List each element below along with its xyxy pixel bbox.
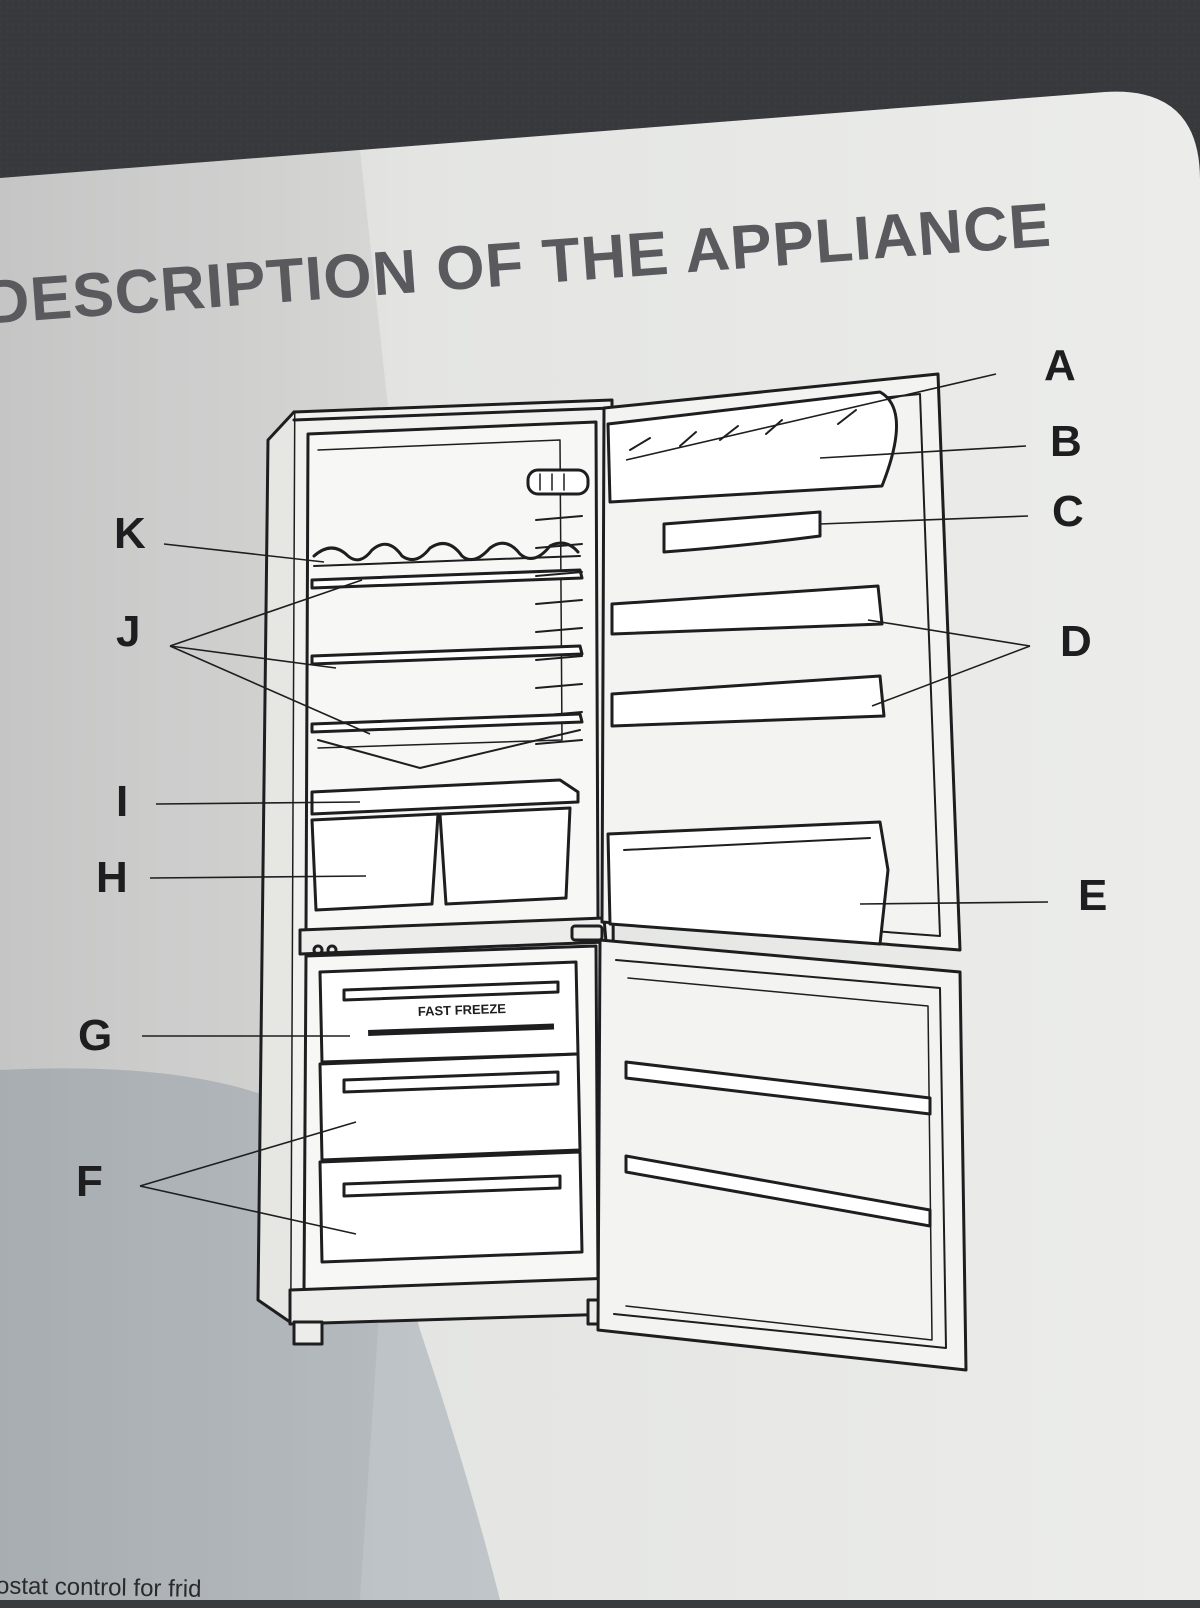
fridge-back-wall [317, 439, 563, 749]
glass-crisper-cover [310, 778, 580, 816]
fast-freeze-label: FAST FREEZE [418, 1001, 507, 1019]
thermostat-knob [526, 468, 590, 496]
shelf-rails [535, 515, 583, 745]
callout-e: E [1078, 871, 1108, 920]
door-shelf-2 [610, 674, 886, 728]
callout-b: B [1050, 417, 1082, 466]
egg-tray [662, 510, 822, 554]
callout-k: K [114, 509, 146, 558]
cabinet-side [256, 410, 296, 1324]
fridge-door [600, 372, 962, 952]
callout-a: A [1044, 341, 1076, 390]
foot-left [292, 1320, 324, 1346]
hand-shadow [0, 1068, 500, 1600]
crisper-drawer-right [438, 806, 572, 906]
leader-lines [139, 373, 1049, 1235]
door-shelf-1 [610, 584, 884, 636]
footer-text-fragment: ostat control for frid [0, 1572, 202, 1603]
callout-j: J [116, 607, 141, 656]
shelf-3 [310, 712, 584, 734]
shelf-2 [310, 644, 584, 666]
freezer-drawer-f2 [318, 1150, 584, 1264]
shelf-3-under [317, 729, 581, 769]
callout-h: H [96, 853, 128, 902]
callout-i: I [116, 777, 129, 826]
appliance-drawing [256, 372, 968, 1372]
callout-c: C [1052, 487, 1084, 536]
callout-f: F [76, 1157, 103, 1206]
butter-compartment [606, 390, 898, 504]
cabinet-top-edge [292, 406, 614, 422]
crisper-drawer-left [310, 812, 440, 912]
freezer-door [596, 938, 968, 1372]
freezer-drawer-f1 [318, 1052, 582, 1162]
callout-g: G [78, 1011, 113, 1060]
shelf-1 [310, 568, 584, 590]
callout-d: D [1060, 617, 1092, 666]
freezer-door-shelf-2 [624, 1154, 932, 1228]
bottle-shelf [606, 820, 890, 946]
fast-freeze-indicator-row [368, 1023, 555, 1036]
freezer-door-shelf-1 [624, 1060, 932, 1116]
